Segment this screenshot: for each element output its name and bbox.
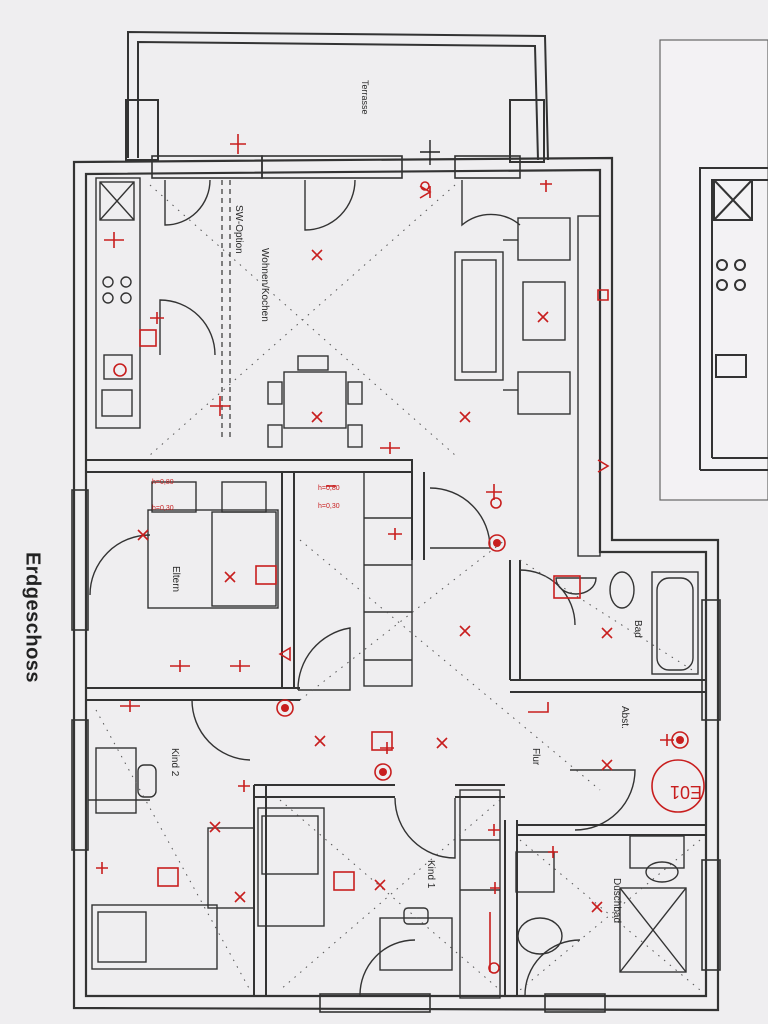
kids-rooms-furniture xyxy=(91,747,501,999)
room-label-kind2: Kind 2 xyxy=(169,748,180,777)
height-note-2: h=0,30 xyxy=(152,505,174,512)
terrace-outline xyxy=(125,30,549,163)
room-label-eltern: Eltern xyxy=(170,566,181,592)
sheet-title-wrap: Erdgeschoss xyxy=(2,520,62,720)
bedroom-eltern-furniture xyxy=(147,471,413,687)
room-label-duschbad: Duschbad xyxy=(611,878,622,923)
bathroom-fixtures xyxy=(515,571,699,973)
electrical-symbols xyxy=(96,134,689,974)
sheet-title: Erdgeschoss xyxy=(21,551,44,684)
height-note-4: h=0,30 xyxy=(318,503,340,510)
room-label-flur: Flur xyxy=(530,748,541,766)
room-label-terrasse: Terrasse xyxy=(360,80,370,115)
room-diagonal-guides xyxy=(95,184,701,991)
adjacent-unit-walls xyxy=(699,167,768,471)
room-label-abst: Abst. xyxy=(619,706,630,729)
living-furniture xyxy=(267,215,601,557)
adjacent-sheet-frame xyxy=(659,39,768,501)
room-label-kind1: Kind 1 xyxy=(425,860,436,889)
room-number-marker: E01 xyxy=(651,759,705,813)
windows xyxy=(71,155,721,1013)
exterior-walls xyxy=(72,156,720,1012)
interior-walls xyxy=(85,459,706,996)
height-note-1: h=0,80 xyxy=(152,479,174,486)
height-note-3: h=0,80 xyxy=(318,485,340,492)
kitchen xyxy=(95,177,141,429)
sw-option-dashes xyxy=(221,180,231,440)
room-number-label: E01 xyxy=(670,782,702,802)
door-swings xyxy=(88,179,636,997)
north-cross-marker xyxy=(420,140,440,165)
room-label-sw-option: SW-Option xyxy=(233,205,244,254)
room-label-bad: Bad xyxy=(632,620,643,638)
room-label-wohnen: Wohnen/Kochen xyxy=(259,248,270,322)
